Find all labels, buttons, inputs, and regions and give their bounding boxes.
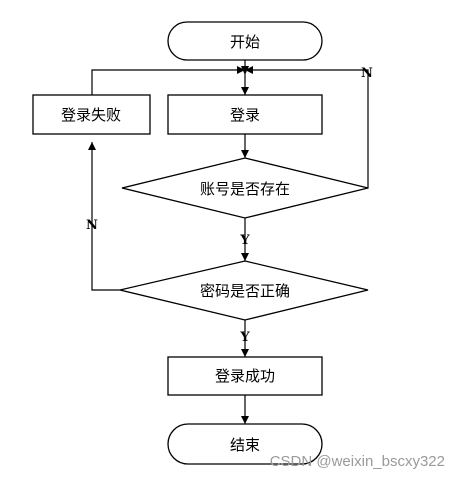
node-login-fail-label: 登录失败: [61, 106, 121, 124]
arrowheads: [88, 66, 253, 424]
node-check-password-label: 密码是否正确: [200, 282, 290, 300]
edge-label-account-yes: Y: [239, 233, 250, 248]
edge-label-password-no: N: [86, 218, 98, 233]
arrowhead-merge-down: [241, 66, 249, 75]
node-login-success: 登录成功: [167, 356, 323, 396]
node-end-label: 结束: [230, 436, 260, 454]
watermark: CSDN @weixin_bscxy322: [270, 453, 445, 470]
node-login-label: 登录: [230, 106, 260, 124]
edge-login-fail-to-merge: [91, 69, 238, 95]
edge-label-password-yes: Y: [239, 330, 250, 345]
node-check-account-label: 账号是否存在: [200, 180, 290, 198]
node-start: 开始: [167, 21, 323, 61]
arrowhead-to-login-success: [241, 349, 249, 357]
arrowhead-to-login-fail: [88, 142, 96, 150]
node-check-password: 密码是否正确: [119, 260, 369, 321]
arrowhead-to-check-account: [241, 150, 249, 158]
edge-password-no-to-fail: [91, 142, 120, 291]
node-login-success-label: 登录成功: [215, 367, 275, 385]
arrowhead-from-left: [237, 66, 245, 74]
edge-label-account-no: N: [361, 66, 373, 81]
arrowhead-to-end: [241, 416, 249, 424]
node-login: 登录: [167, 94, 323, 135]
arrowhead-to-login: [241, 87, 249, 95]
arrowhead-to-check-password: [241, 253, 249, 261]
node-end: 结束: [167, 423, 323, 465]
node-check-account: 账号是否存在: [121, 157, 369, 219]
node-login-fail: 登录失败: [32, 94, 151, 135]
arrowhead-from-right: [245, 66, 253, 74]
node-start-label: 开始: [230, 33, 260, 51]
